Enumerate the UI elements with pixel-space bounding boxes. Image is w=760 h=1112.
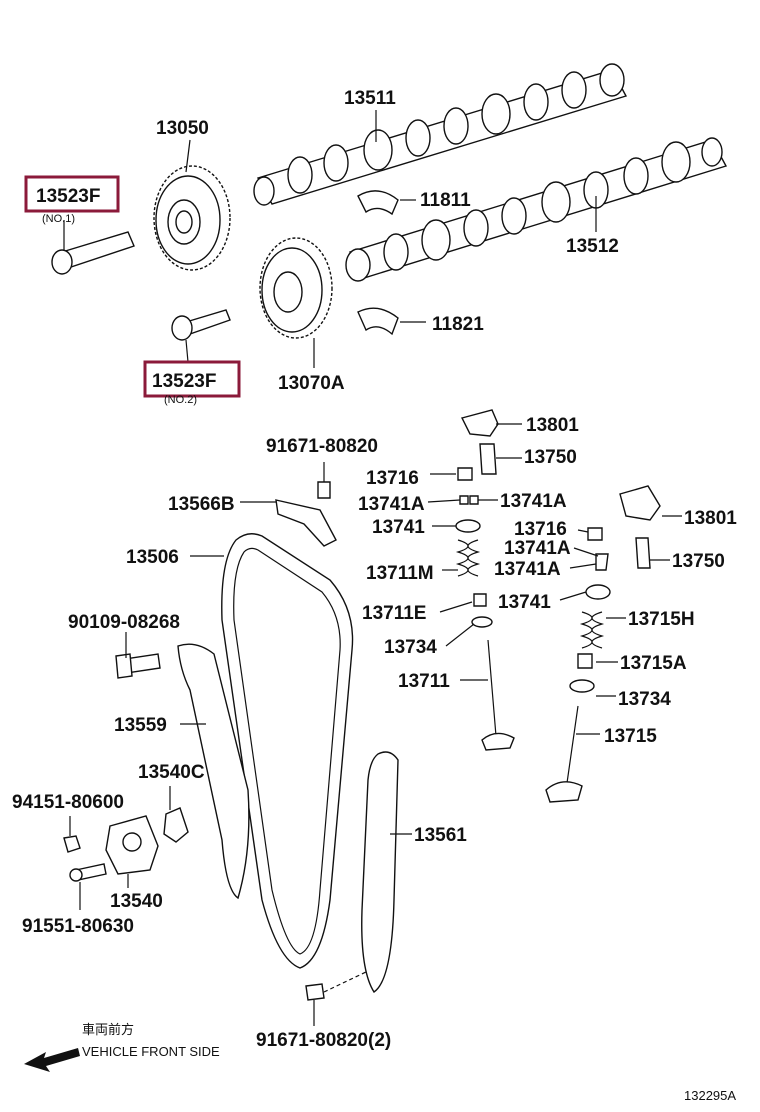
nut-94151	[63, 835, 81, 853]
label-13741-a: 13741	[372, 517, 425, 538]
chain-guide-13566B	[275, 499, 337, 547]
tensioner-13540	[105, 815, 159, 875]
label-13540: 13540	[110, 891, 163, 912]
figure-id: 132295A	[684, 1088, 736, 1103]
rocker-arm-13801-a	[460, 409, 499, 437]
valve-spring-13711M	[455, 539, 481, 577]
bearing-11811	[357, 190, 399, 216]
valve-lifter-13716-a	[457, 467, 473, 481]
bolt-91671-top	[317, 462, 331, 499]
lash-adjuster-13750-b	[635, 537, 651, 569]
label-11811: 11811	[420, 190, 471, 211]
label-13741A-b: 13741A	[500, 491, 567, 512]
bolt-91671-bottom	[305, 971, 367, 1001]
label-13523F-no1-sub: (NO.1)	[42, 213, 75, 225]
label-13715: 13715	[604, 726, 657, 747]
label-13540C: 13540C	[138, 762, 205, 783]
label-13741A-d: 13741A	[494, 559, 561, 580]
label-90109-08268: 90109-08268	[68, 612, 180, 633]
label-13523F-no2-sub: (NO.2)	[164, 394, 197, 406]
valve-spring-13715H	[579, 611, 605, 649]
label-13506: 13506	[126, 547, 179, 568]
label-91551-80630: 91551-80630	[22, 916, 134, 937]
bolt-13523F-no2	[171, 309, 231, 341]
label-13566B: 13566B	[168, 494, 235, 515]
label-94151-80600: 94151-80600	[12, 792, 124, 813]
label-13715H: 13715H	[628, 609, 695, 630]
label-13734-b: 13734	[618, 689, 671, 710]
label-13561: 13561	[414, 825, 467, 846]
valve-lifter-13716-b	[587, 527, 603, 541]
keeper-13741A-a	[459, 495, 479, 505]
cam-timing-gear-13050	[153, 165, 231, 271]
washer-13734-b	[569, 679, 595, 693]
direction-text-english: VEHICLE FRONT SIDE	[82, 1044, 220, 1059]
camshaft-13511	[253, 63, 628, 206]
label-13711M: 13711M	[366, 563, 434, 584]
label-13801-b: 13801	[684, 508, 737, 529]
leader-lines	[63, 110, 682, 1026]
camshaft-13512	[345, 137, 728, 282]
seal-13711E	[473, 593, 487, 607]
label-13741A-c: 13741A	[504, 538, 571, 559]
intake-valve-13711	[481, 639, 515, 751]
bolt-90109	[115, 653, 161, 679]
seal-13715A	[577, 653, 593, 669]
label-13734-a: 13734	[384, 637, 437, 658]
vehicle-front-arrow-icon	[24, 1048, 80, 1072]
label-13511: 13511	[344, 88, 396, 109]
highlight-box-13523F-no2	[143, 360, 241, 398]
label-91671-80820-top: 91671-80820	[266, 436, 378, 457]
label-13750-a: 13750	[524, 447, 577, 468]
label-13741-b: 13741	[498, 592, 551, 613]
direction-text-japanese: 車両前方	[82, 1022, 134, 1037]
chain-guide-13561	[361, 751, 399, 993]
exhaust-valve-13715	[545, 705, 583, 803]
bolt-91551	[69, 863, 107, 882]
retainer-13741-a	[455, 519, 481, 533]
label-13711: 13711	[398, 671, 450, 692]
bearing-11821	[357, 307, 399, 336]
label-13050: 13050	[156, 118, 209, 139]
label-13801-a: 13801	[526, 415, 579, 436]
label-11821: 11821	[432, 314, 484, 335]
keeper-13741A-b	[595, 553, 609, 571]
label-13716-b: 13716	[514, 519, 567, 540]
label-13070A: 13070A	[278, 373, 345, 394]
rocker-arm-13801-b	[619, 485, 661, 521]
label-13716-a: 13716	[366, 468, 419, 489]
label-13523F-no2: 13523F	[152, 371, 216, 392]
tensioner-plate-13540C	[163, 807, 189, 843]
label-13750-b: 13750	[672, 551, 725, 572]
tensioner-arm-13559	[177, 643, 250, 900]
retainer-13741-b	[585, 584, 611, 600]
label-13715A: 13715A	[620, 653, 687, 674]
label-91671-80820-2: 91671-80820(2)	[256, 1030, 391, 1051]
label-13559: 13559	[114, 715, 167, 736]
timing-chain-13506	[221, 533, 354, 969]
washer-13734-a	[471, 616, 493, 628]
label-13711E: 13711E	[362, 603, 426, 624]
label-13523F-no1: 13523F	[36, 186, 100, 207]
highlight-box-13523F-no1	[24, 175, 120, 213]
bolt-13523F-no1	[51, 231, 135, 275]
label-13741A-a: 13741A	[358, 494, 425, 515]
cam-timing-gear-13070A	[259, 237, 333, 339]
lash-adjuster-13750-a	[479, 443, 497, 475]
label-13512: 13512	[566, 236, 619, 257]
